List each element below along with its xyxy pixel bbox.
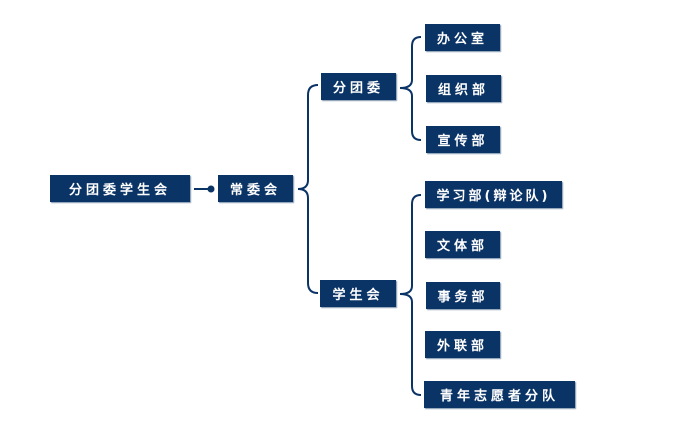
brace-committee — [297, 84, 319, 294]
node-committee[interactable]: 常委会 — [218, 175, 293, 202]
node-sports[interactable]: 文体部 — [425, 231, 500, 258]
node-root[interactable]: 分团委学生会 — [50, 175, 190, 202]
node-xueshenghui[interactable]: 学生会 — [320, 280, 396, 307]
brace-tuanwei — [399, 36, 422, 141]
node-study[interactable]: 学习部(辩论队) — [425, 181, 562, 208]
node-external[interactable]: 外联部 — [425, 331, 500, 358]
connector-dot — [207, 185, 215, 193]
node-organization[interactable]: 组织部 — [426, 75, 501, 102]
node-publicity[interactable]: 宣传部 — [426, 126, 500, 153]
node-volunteers[interactable]: 青年志愿者分队 — [424, 381, 575, 408]
brace-xueshenghui — [399, 194, 422, 396]
node-office[interactable]: 办公室 — [425, 24, 500, 51]
node-affairs[interactable]: 事务部 — [426, 282, 500, 309]
node-tuanwei[interactable]: 分团委 — [321, 73, 396, 100]
